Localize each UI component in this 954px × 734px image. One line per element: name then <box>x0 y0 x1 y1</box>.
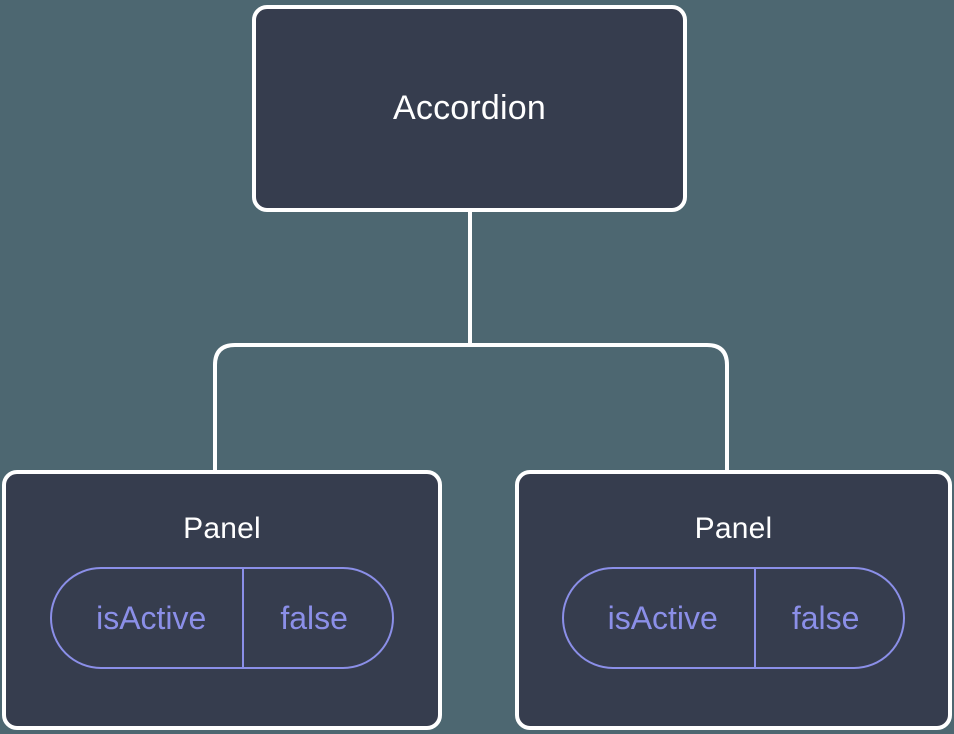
node-panel-1-title: Panel <box>694 512 773 545</box>
node-panel-0-title: Panel <box>183 512 261 545</box>
node-panel-0-state-badge[interactable]: isActive false <box>50 567 394 669</box>
node-panel-0[interactable]: Panel isActive false <box>2 470 442 730</box>
node-panel-1[interactable]: Panel isActive false <box>515 470 952 730</box>
node-panel-1-state-value: false <box>753 569 904 667</box>
edge-root-to-panel-0 <box>213 343 470 474</box>
node-panel-1-state-key: isActive <box>607 599 718 636</box>
node-panel-0-state-key: isActive <box>96 599 207 636</box>
node-panel-0-state-value: false <box>242 569 392 667</box>
node-panel-1-state-badge[interactable]: isActive false <box>561 567 906 669</box>
node-accordion-title: Accordion <box>393 88 546 127</box>
edge-root-to-panel-1 <box>470 343 729 474</box>
node-accordion[interactable]: Accordion <box>252 5 687 212</box>
